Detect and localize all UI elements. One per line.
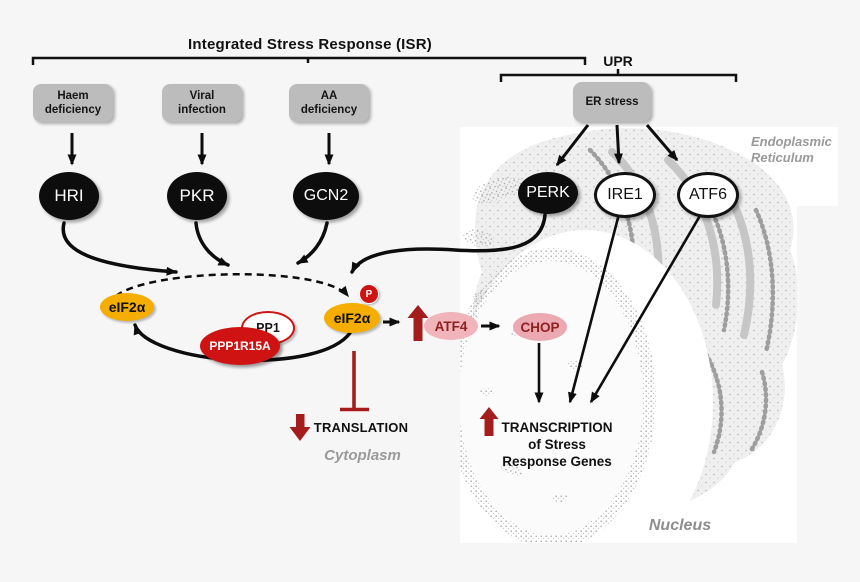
stressor-box-aa-deficiency: AA deficiency bbox=[289, 84, 369, 122]
upr-bracket bbox=[499, 69, 738, 82]
stressor-box-er-stress: ER stress bbox=[573, 82, 651, 122]
kinase-perk: PERK bbox=[518, 172, 578, 214]
eif2a-unphosphorylated: eIF2α bbox=[100, 293, 154, 321]
stressor-label-line2: deficiency bbox=[300, 104, 358, 116]
transcription-line2: of Stress bbox=[528, 437, 586, 452]
transcription-line1: TRANSCRIPTION bbox=[501, 420, 613, 435]
stressor-label-line2: infection bbox=[178, 104, 226, 116]
upr-title: UPR bbox=[603, 53, 633, 69]
phosphorylation-dashed-arc bbox=[115, 273, 349, 298]
stressor-box-haem-deficiency: Haem deficiency bbox=[33, 84, 113, 122]
kinase-gcn2: GCN2 bbox=[293, 172, 359, 220]
phosphate-badge: P bbox=[359, 284, 379, 304]
kinase-pkr: PKR bbox=[167, 172, 227, 220]
transcription-arrows bbox=[534, 213, 703, 404]
stressor-label-line1: Viral bbox=[189, 90, 215, 102]
stressor-label-line1: Haem bbox=[57, 90, 89, 102]
kinase-convergence-arrows bbox=[61, 213, 547, 276]
nucleus-label: Nucleus bbox=[648, 517, 712, 534]
stressor-label-line1: ER stress bbox=[585, 96, 639, 108]
kinase-hri: HRI bbox=[39, 172, 99, 220]
atf4-node: ATF4 bbox=[424, 312, 478, 340]
isr-title: Integrated Stress Response (ISR) bbox=[188, 36, 432, 53]
er-panel-background-extension bbox=[797, 127, 838, 206]
transcription-increase-arrow bbox=[479, 407, 499, 436]
sensor-atf6: ATF6 bbox=[677, 172, 739, 218]
stressor-arrows bbox=[67, 124, 679, 167]
stressor-label-line2: deficiency bbox=[44, 104, 102, 116]
downstream-arrows bbox=[383, 317, 501, 331]
stressor-box-viral-infection: Viral infection bbox=[162, 84, 242, 122]
chop-node: CHOP bbox=[513, 313, 567, 341]
sensor-ire1: IRE1 bbox=[594, 172, 656, 218]
transcription-label: TRANSCRIPTION of Stress Response Genes bbox=[468, 419, 646, 470]
stressor-label-line1: AA bbox=[320, 90, 338, 102]
er-label-line1: Endoplasmic bbox=[751, 134, 832, 149]
atf4-increase-arrow bbox=[407, 305, 429, 341]
eif2a-phosphorylated: eIF2α bbox=[324, 303, 380, 333]
cytoplasm-label: Cytoplasm bbox=[324, 447, 401, 464]
ppp1r15a-complex: PPP1R15A bbox=[200, 327, 280, 365]
er-nucleus-sketch bbox=[460, 128, 797, 543]
translation-decrease-arrow bbox=[289, 414, 311, 441]
translation-inhibition-tbar bbox=[340, 351, 369, 412]
nucleus-body bbox=[460, 261, 643, 535]
isr-bracket bbox=[31, 56, 587, 65]
translation-label: TRANSLATION bbox=[313, 420, 409, 435]
er-compartment-label: Endoplasmic Reticulum bbox=[751, 134, 841, 166]
er-label-line2: Reticulum bbox=[751, 150, 814, 165]
transcription-line3: Response Genes bbox=[502, 454, 612, 469]
